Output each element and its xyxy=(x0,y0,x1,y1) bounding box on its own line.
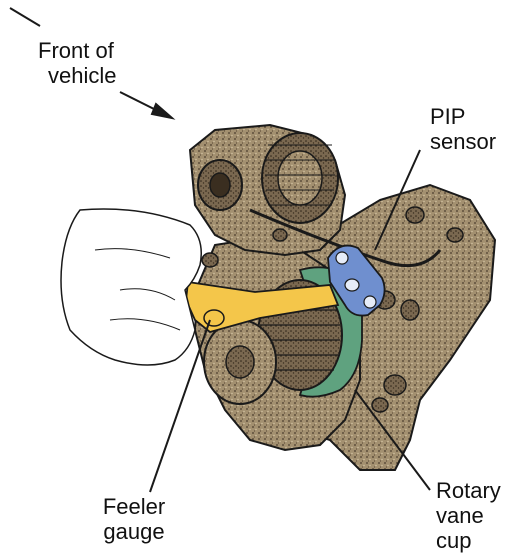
label-feeler-gauge: Feeler gauge xyxy=(98,494,170,544)
label-feeler-gauge-line2: gauge xyxy=(98,519,170,544)
label-rotary-vane-cup-line2: vane xyxy=(436,503,501,528)
label-rotary-vane-cup: Rotary vane cup xyxy=(436,478,501,553)
label-front-of-vehicle: Front of vehicle xyxy=(38,38,116,88)
hand xyxy=(61,209,201,365)
label-rotary-vane-cup-line1: Rotary xyxy=(436,478,501,503)
label-pip-sensor: PIP sensor xyxy=(430,104,496,154)
label-pip-sensor-line2: sensor xyxy=(430,129,496,154)
label-front-of-vehicle-line1: Front of xyxy=(38,38,116,63)
label-front-of-vehicle-line2: vehicle xyxy=(38,63,116,88)
label-rotary-vane-cup-line3: cup xyxy=(436,528,501,553)
label-pip-sensor-line1: PIP xyxy=(430,104,496,129)
label-feeler-gauge-line1: Feeler xyxy=(98,494,170,519)
